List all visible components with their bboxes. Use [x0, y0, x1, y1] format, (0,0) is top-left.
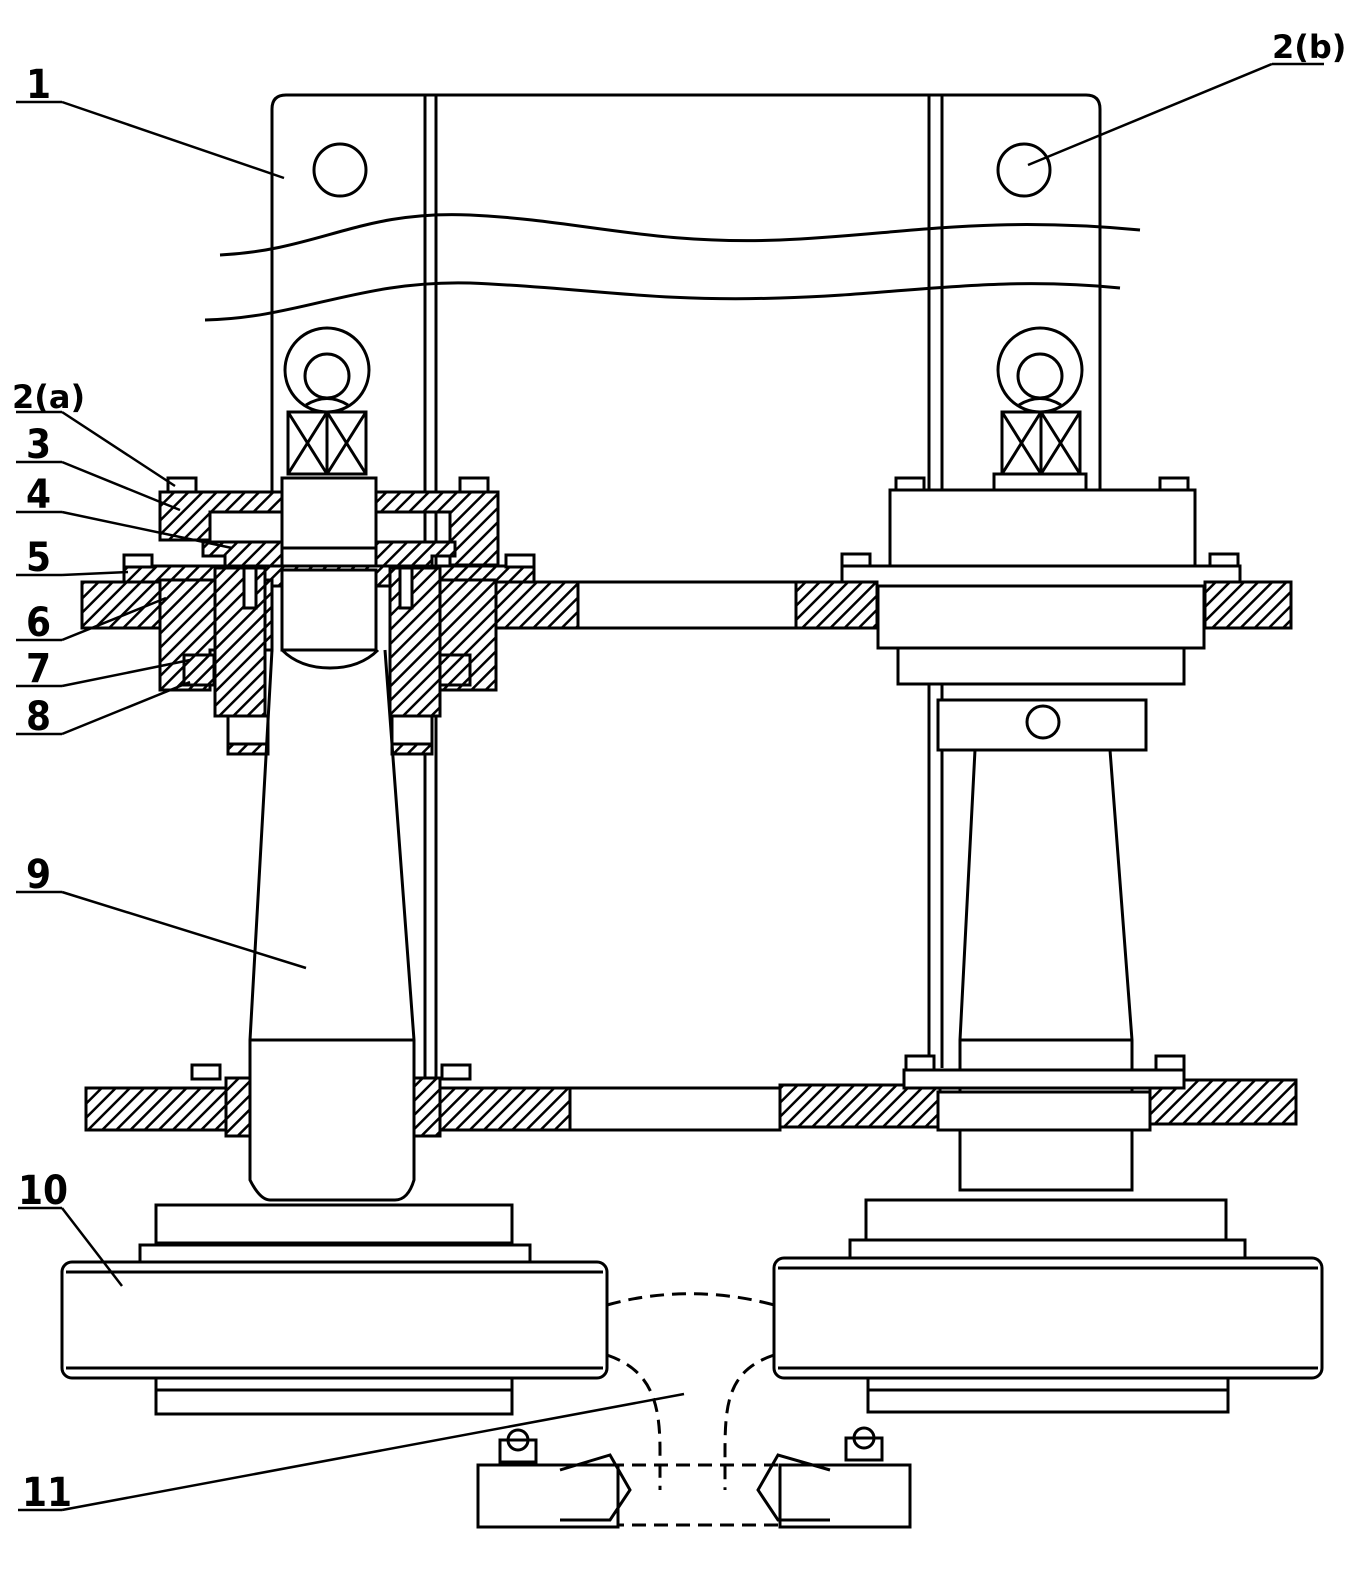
label-4: 4	[26, 472, 51, 518]
right-wheel	[774, 1200, 1322, 1412]
label-2a: 2(a)	[12, 378, 85, 416]
left-axle-column	[250, 650, 414, 1200]
upper-cross-bar	[578, 582, 796, 628]
label-8: 8	[26, 694, 51, 740]
frame-hole-right	[998, 144, 1050, 196]
label-11: 11	[22, 1470, 72, 1516]
break-line-upper	[220, 215, 1140, 255]
rail-clamp-left	[478, 1430, 630, 1527]
label-3: 3	[26, 422, 51, 468]
label-7: 7	[26, 646, 51, 692]
lower-plate	[86, 1056, 1296, 1136]
left-wheel	[62, 1205, 607, 1414]
label-10: 10	[18, 1168, 68, 1214]
label-1: 1	[26, 62, 51, 108]
rail-clamp-right	[758, 1428, 910, 1527]
left-bearing-assembly	[82, 478, 578, 754]
right-bearing-assembly	[795, 478, 1291, 750]
label-6: 6	[26, 600, 51, 646]
label-9: 9	[26, 852, 51, 898]
lifting-eye-right	[994, 328, 1086, 490]
break-line-lower	[205, 283, 1120, 320]
label-2b: 2(b)	[1272, 28, 1346, 66]
label-5: 5	[26, 535, 51, 581]
frame-hole-left	[314, 144, 366, 196]
lifting-eye-left	[285, 328, 369, 474]
